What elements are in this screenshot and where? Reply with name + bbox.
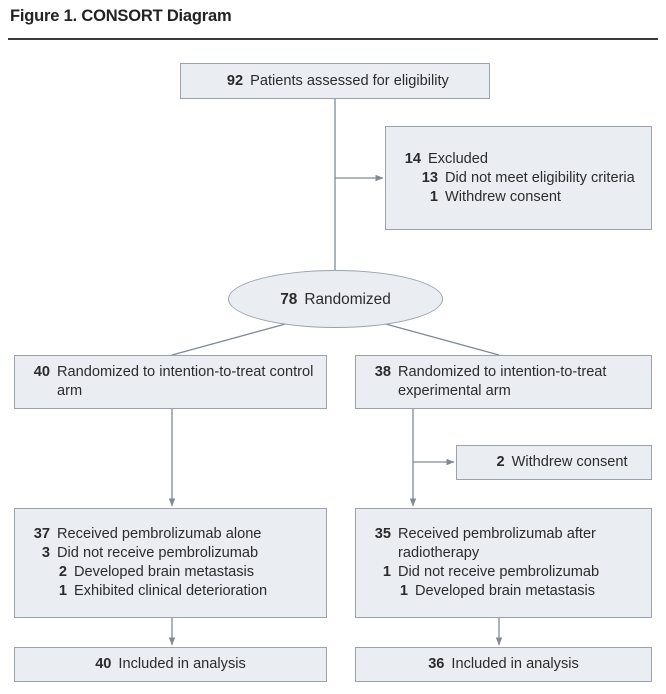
node-line: 14 Excluded <box>399 150 641 169</box>
edge-randomized-to-control-arm <box>171 322 290 356</box>
node-line-count: 38 <box>374 364 391 380</box>
node-line: 1 Developed brain metastasis <box>369 582 643 601</box>
node-line: 36 Included in analysis <box>428 655 579 674</box>
node-line-count: 1 <box>58 583 67 599</box>
node-line-text: Randomized to intention-to-treat experim… <box>398 364 607 399</box>
node-line: 78 Randomized <box>280 290 391 309</box>
node-control-included-in-analysis: 40 Included in analysis <box>14 647 327 682</box>
node-line-count: 2 <box>58 564 67 580</box>
node-line-text: Received pembrolizumab alone <box>57 526 262 542</box>
node-experimental-treatment: 35 Received pembrolizumab after radiothe… <box>355 508 652 618</box>
node-line-count: 35 <box>374 526 391 542</box>
node-line-text: Did not receive pembrolizumab <box>57 545 259 561</box>
page-title: Figure 1. CONSORT Diagram <box>10 7 232 25</box>
node-line-text: Randomized <box>304 290 391 308</box>
node-excluded: 14 Excluded 13 Did not meet eligibility … <box>385 126 652 230</box>
node-line-count: 14 <box>404 150 421 167</box>
node-line-text: Developed brain metastasis <box>74 564 255 580</box>
node-line: 92 Patients assessed for eligibility <box>221 72 449 91</box>
node-experimental-arm: 38 Randomized to intention-to-treat expe… <box>355 355 652 409</box>
node-line-text: Included in analysis <box>451 656 579 672</box>
node-line-text: Included in analysis <box>118 656 246 672</box>
edge-randomized-to-experimental-arm <box>381 322 500 356</box>
node-line: 2 Withdrew consent <box>496 453 627 472</box>
node-line-count: 1 <box>382 564 391 580</box>
node-line: 1 Withdrew consent <box>399 188 641 207</box>
node-line-count: 3 <box>41 545 50 561</box>
node-line-count: 40 <box>95 656 112 672</box>
node-line-count: 78 <box>280 290 298 308</box>
node-line: 13 Did not meet eligibility criteria <box>399 169 641 188</box>
node-line: 2 Developed brain metastasis <box>28 563 318 582</box>
figure-header: Figure 1. CONSORT Diagram <box>0 0 666 42</box>
node-line-count: 40 <box>33 364 50 380</box>
node-line-text: Withdrew consent <box>445 188 561 205</box>
node-line-count: 92 <box>226 72 244 89</box>
node-patients-assessed: 92 Patients assessed for eligibility <box>180 63 490 99</box>
node-line-text: Randomized to intention-to-treat control… <box>57 364 314 399</box>
node-line: 40 Randomized to intention-to-treat cont… <box>28 363 316 401</box>
node-line-text: Withdrew consent <box>511 454 628 470</box>
node-line-text: Received pembrolizumab after radiotherap… <box>398 526 596 561</box>
node-line-count: 1 <box>399 583 408 599</box>
node-line-count: 37 <box>33 526 50 542</box>
node-line-count: 2 <box>496 454 505 470</box>
node-line-count: 13 <box>421 169 438 186</box>
consort-diagram: 92 Patients assessed for eligibility 14 … <box>0 42 666 694</box>
node-line: 1 Did not receive pembrolizumab <box>369 563 643 582</box>
node-line: 40 Included in analysis <box>95 655 246 674</box>
node-line-text: Patients assessed for eligibility <box>250 72 449 89</box>
node-line: 35 Received pembrolizumab after radiothe… <box>369 525 643 563</box>
node-line-text: Developed brain metastasis <box>415 583 596 599</box>
node-line-text: Excluded <box>428 150 489 167</box>
node-line-count: 1 <box>429 188 438 205</box>
node-line: 37 Received pembrolizumab alone <box>28 525 318 544</box>
node-line-text: Exhibited clinical deterioration <box>74 583 268 599</box>
node-line-text: Did not receive pembrolizumab <box>398 564 600 580</box>
node-randomized: 78 Randomized <box>228 270 443 328</box>
node-experimental-included-in-analysis: 36 Included in analysis <box>355 647 652 682</box>
node-line: 1 Exhibited clinical deterioration <box>28 582 318 601</box>
node-withdrew-consent: 2 Withdrew consent <box>456 445 652 480</box>
node-line: 3 Did not receive pembrolizumab <box>28 544 318 563</box>
node-line-count: 36 <box>428 656 445 672</box>
node-control-treatment: 37 Received pembrolizumab alone 3 Did no… <box>14 508 327 618</box>
header-divider <box>8 38 658 40</box>
node-line: 38 Randomized to intention-to-treat expe… <box>369 363 641 401</box>
node-line-text: Did not meet eligibility criteria <box>445 169 635 186</box>
node-control-arm: 40 Randomized to intention-to-treat cont… <box>14 355 327 409</box>
